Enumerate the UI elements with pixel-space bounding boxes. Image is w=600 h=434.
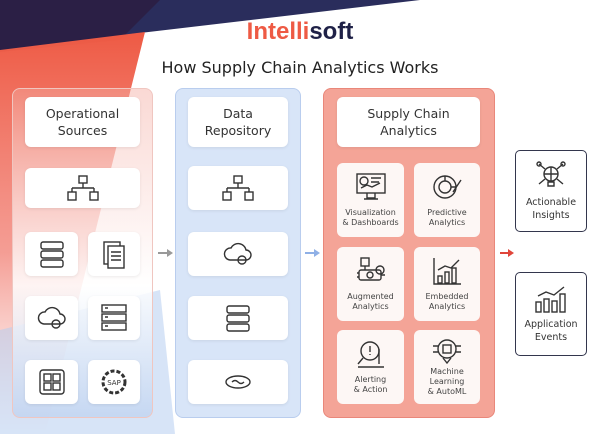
bar-line-chart-icon — [535, 286, 566, 313]
tile-machine-learning-automl: Machine Learning & AutoML — [414, 330, 480, 404]
brand-logo: Intellisoft — [246, 18, 354, 45]
bar-line-chart-icon — [433, 258, 461, 285]
database-icon — [25, 232, 78, 276]
predictive-chart-icon — [433, 175, 462, 199]
cloud-gear-icon — [25, 296, 78, 340]
tile-alerting-action: Alerting & Action — [337, 330, 404, 404]
tile-augmented-analytics: Augmented Analytics — [337, 247, 404, 321]
output-actionable-insights: Actionable Insights — [515, 150, 587, 232]
monitor-dashboard-icon — [355, 173, 386, 200]
insight-bulb-icon — [536, 161, 566, 187]
arrow-to-repository — [158, 249, 173, 257]
server-icon — [88, 296, 140, 340]
svg-text:SAP: SAP — [107, 379, 121, 387]
arrow-to-analytics — [305, 249, 320, 257]
grid-apps-icon — [25, 360, 78, 404]
database-hierarchy-icon — [188, 166, 288, 210]
alert-magnifier-icon — [356, 341, 384, 368]
database-icon — [188, 296, 288, 340]
tile-embedded-analytics: Embedded Analytics — [414, 247, 480, 321]
database-hierarchy-icon — [25, 168, 140, 208]
arrow-to-outputs — [500, 249, 514, 257]
cloud-gear-icon — [188, 232, 288, 276]
augmented-analytics-icon — [356, 257, 385, 281]
page-title: How Supply Chain Analytics Works — [161, 58, 439, 77]
ml-bulb-icon — [433, 338, 461, 364]
tile-visualization-dashboards: Visualization & Dashboards — [337, 163, 404, 237]
documents-icon — [88, 232, 140, 276]
tile-predictive-analytics: Predictive Analytics — [414, 163, 480, 237]
output-application-events: Application Events — [515, 272, 587, 356]
sap-gear-icon: SAP — [88, 360, 140, 404]
data-lake-icon — [188, 360, 288, 404]
